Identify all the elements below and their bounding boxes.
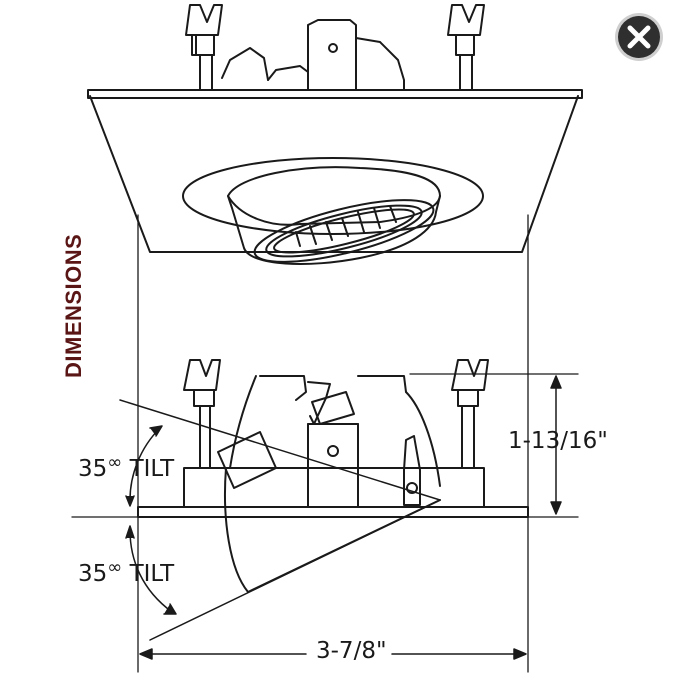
dimensions-title: DIMENSIONS	[61, 233, 86, 378]
close-icon	[615, 13, 663, 61]
tilt-down-value: 35	[78, 561, 108, 587]
close-button[interactable]	[614, 12, 664, 62]
tilt-sweep-arc	[223, 467, 249, 593]
side-reflector	[229, 375, 441, 506]
height-dimension-arrow	[550, 375, 562, 515]
tilt-up-value: 35	[78, 456, 108, 482]
tilt-down-text: TILT	[129, 561, 175, 587]
top-trim-frame	[87, 89, 583, 253]
height-dimension-label: 1-13/16"	[508, 428, 608, 454]
tilt-arrow-bottom	[125, 525, 177, 615]
top-view	[87, 4, 583, 265]
tilt-lower-extension	[149, 499, 441, 641]
width-dimension-label: 3-7/8"	[312, 638, 391, 664]
width-dimension-arrow	[139, 648, 527, 660]
side-view	[119, 359, 529, 641]
side-lamp-upper	[307, 381, 355, 425]
tilt-down-label: 35∞ TILT	[78, 557, 174, 587]
top-spring-clip-right	[447, 4, 485, 91]
side-base-plate	[137, 506, 529, 518]
top-eyeball	[182, 157, 484, 265]
side-junction-box	[307, 423, 359, 469]
side-spring-clip-left	[183, 359, 221, 469]
tilt-down-degree: ∞	[107, 557, 123, 578]
tilt-up-label: 35∞ TILT	[78, 452, 174, 482]
top-spring-clip-left	[185, 4, 223, 91]
tilt-upper-line	[119, 399, 441, 501]
tilt-up-degree: ∞	[107, 452, 123, 473]
tilt-arrow-top	[125, 425, 163, 507]
top-junction-box	[221, 19, 405, 91]
side-spring-clip-right	[451, 359, 489, 469]
tilt-up-text: TILT	[129, 456, 175, 482]
